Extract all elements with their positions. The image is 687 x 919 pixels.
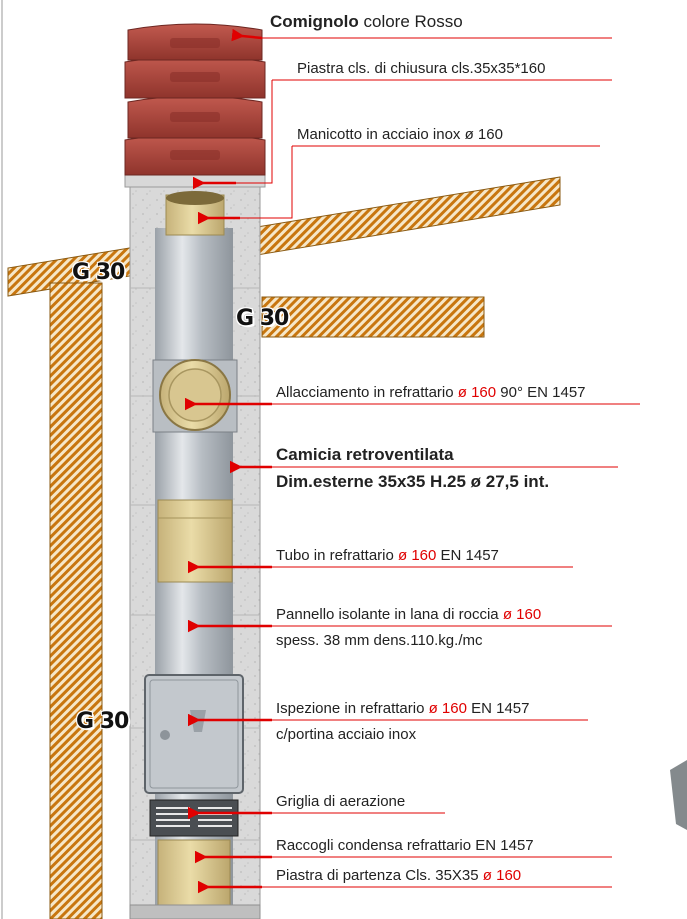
label-ispezione: Ispezione in refrattario ø 160 EN 1457 bbox=[276, 700, 529, 717]
condensate-collector bbox=[157, 839, 231, 906]
label-text: Comignolo bbox=[270, 12, 359, 31]
refractory-tube bbox=[157, 499, 233, 583]
label-camicia-dims: Dim.esterne 35x35 H.25 ø 27,5 int. bbox=[276, 470, 549, 494]
label-text: Piastra di partenza Cls. 35X35 bbox=[276, 867, 483, 884]
label-tubo: Tubo in refrattario ø 160 EN 1457 bbox=[276, 547, 499, 564]
diameter-value: ø 160 bbox=[398, 547, 437, 564]
label-pannello: Pannello isolante in lana di roccia ø 16… bbox=[276, 606, 541, 623]
label-text: EN 1457 bbox=[466, 700, 530, 717]
pointer-arrows bbox=[185, 28, 272, 894]
label-text: Manicotto in acciaio inox ø 160 bbox=[297, 126, 503, 143]
diameter-value: ø 160 bbox=[502, 606, 542, 623]
inspection-door bbox=[144, 674, 244, 794]
label-pannello-spec: spess. 38 mm dens.110.kg./mc bbox=[276, 632, 482, 649]
label-text: EN 1457 bbox=[436, 547, 499, 564]
label-text: Tubo in refrattario bbox=[276, 547, 398, 564]
fire-rating-roof: G 30 bbox=[72, 260, 125, 285]
label-piastra-partenza: Piastra di partenza Cls. 35X35 ø 160 bbox=[276, 867, 521, 884]
label-text: Griglia di aerazione bbox=[276, 793, 406, 810]
label-text: Raccogli condensa refrattario EN 1457 bbox=[276, 837, 534, 854]
label-text: 90° EN 1457 bbox=[496, 384, 586, 401]
left-wall bbox=[49, 282, 103, 919]
label-text: Allacciamento in refrattario bbox=[276, 384, 458, 401]
diameter-value: ø 160 bbox=[482, 867, 522, 884]
diameter-value: ø 160 bbox=[457, 384, 497, 401]
label-allacciamento: Allacciamento in refrattario ø 160 90° E… bbox=[276, 384, 586, 401]
label-text: colore Rosso bbox=[358, 12, 463, 31]
chimney-cap bbox=[124, 23, 266, 188]
label-raccogli: Raccogli condensa refrattario EN 1457 bbox=[276, 837, 534, 854]
label-griglia: Griglia di aerazione bbox=[276, 793, 405, 810]
label-text: spess. 38 mm dens.110.kg./mc bbox=[276, 632, 483, 649]
base-plate bbox=[129, 904, 261, 919]
leader-lines bbox=[203, 37, 640, 888]
label-manicotto: Manicotto in acciaio inox ø 160 bbox=[297, 126, 503, 143]
label-text: c/portina acciaio inox bbox=[276, 726, 417, 743]
label-ispezione-door: c/portina acciaio inox bbox=[276, 726, 416, 743]
fire-rating-floor: G 30 bbox=[236, 306, 289, 331]
diameter-value: ø 160 bbox=[428, 700, 467, 717]
label-piastra-chiusura: Piastra cls. di chiusura cls.35x35*160 bbox=[297, 60, 545, 77]
label-text: Ispezione in refrattario bbox=[276, 700, 429, 717]
label-text: Dim.esterne 35x35 H.25 ø 27,5 int. bbox=[276, 472, 550, 491]
edge-artifact bbox=[670, 760, 687, 830]
label-text: Camicia retroventilata bbox=[276, 445, 454, 464]
floor-slab bbox=[261, 296, 485, 338]
label-text: Pannello isolante in lana di roccia bbox=[276, 606, 503, 623]
label-text: Piastra cls. di chiusura cls.35x35*160 bbox=[297, 60, 546, 77]
label-comignolo: Comignolo colore Rosso bbox=[270, 12, 463, 32]
aeration-grille bbox=[149, 799, 239, 837]
label-camicia-title: Camicia retroventilata bbox=[276, 443, 454, 467]
fire-rating-wall: G 30 bbox=[76, 709, 129, 734]
